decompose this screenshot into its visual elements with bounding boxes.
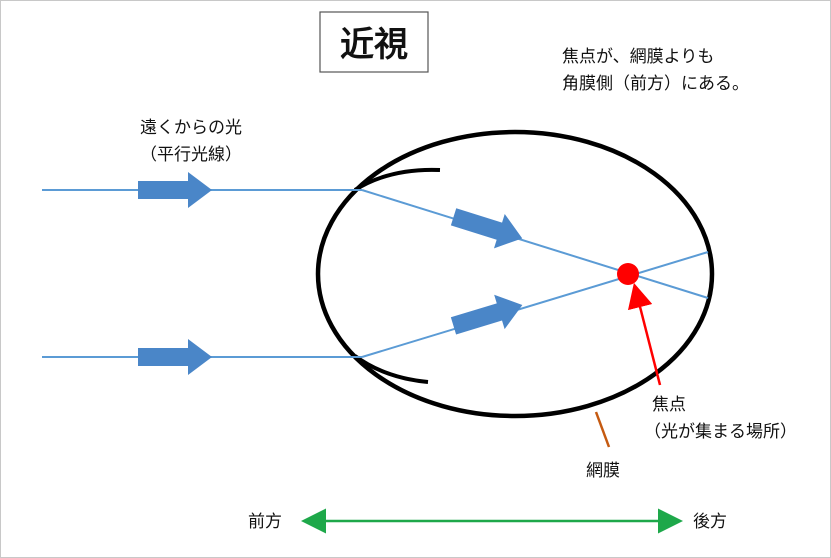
- refracted-arrow-upper: [450, 208, 523, 249]
- eyeball-outline: [315, 129, 715, 419]
- cornea-upper: [353, 167, 441, 192]
- incoming-arrow-upper: [138, 172, 212, 208]
- direction-front-label: 前方: [248, 512, 282, 532]
- note-line-1: 焦点が、網膜よりも: [562, 47, 714, 67]
- refracted-arrow-lower: [450, 294, 523, 335]
- title: 近視: [340, 25, 408, 65]
- retina-pointer: [594, 411, 611, 448]
- title-box: [319, 11, 429, 73]
- incoming-light-label-1: 遠くからの光: [140, 118, 242, 138]
- focus-pointer-arrow: [627, 282, 662, 386]
- incoming-arrow-lower: [138, 339, 212, 375]
- direction-back-label: 後方: [693, 512, 727, 532]
- focus-point: [617, 263, 639, 285]
- light-ray-lower-refracted: [361, 251, 709, 358]
- cornea-lower: [353, 354, 429, 384]
- light-ray-upper-refracted: [361, 189, 709, 299]
- incoming-light-label-2: （平行光線）: [140, 145, 242, 165]
- focus-label-2: （光が集まる場所）: [644, 422, 797, 442]
- focus-label-1: 焦点: [652, 395, 686, 415]
- note-line-2: 角膜側（前方）にある。: [562, 74, 749, 94]
- retina-label: 網膜: [586, 461, 620, 481]
